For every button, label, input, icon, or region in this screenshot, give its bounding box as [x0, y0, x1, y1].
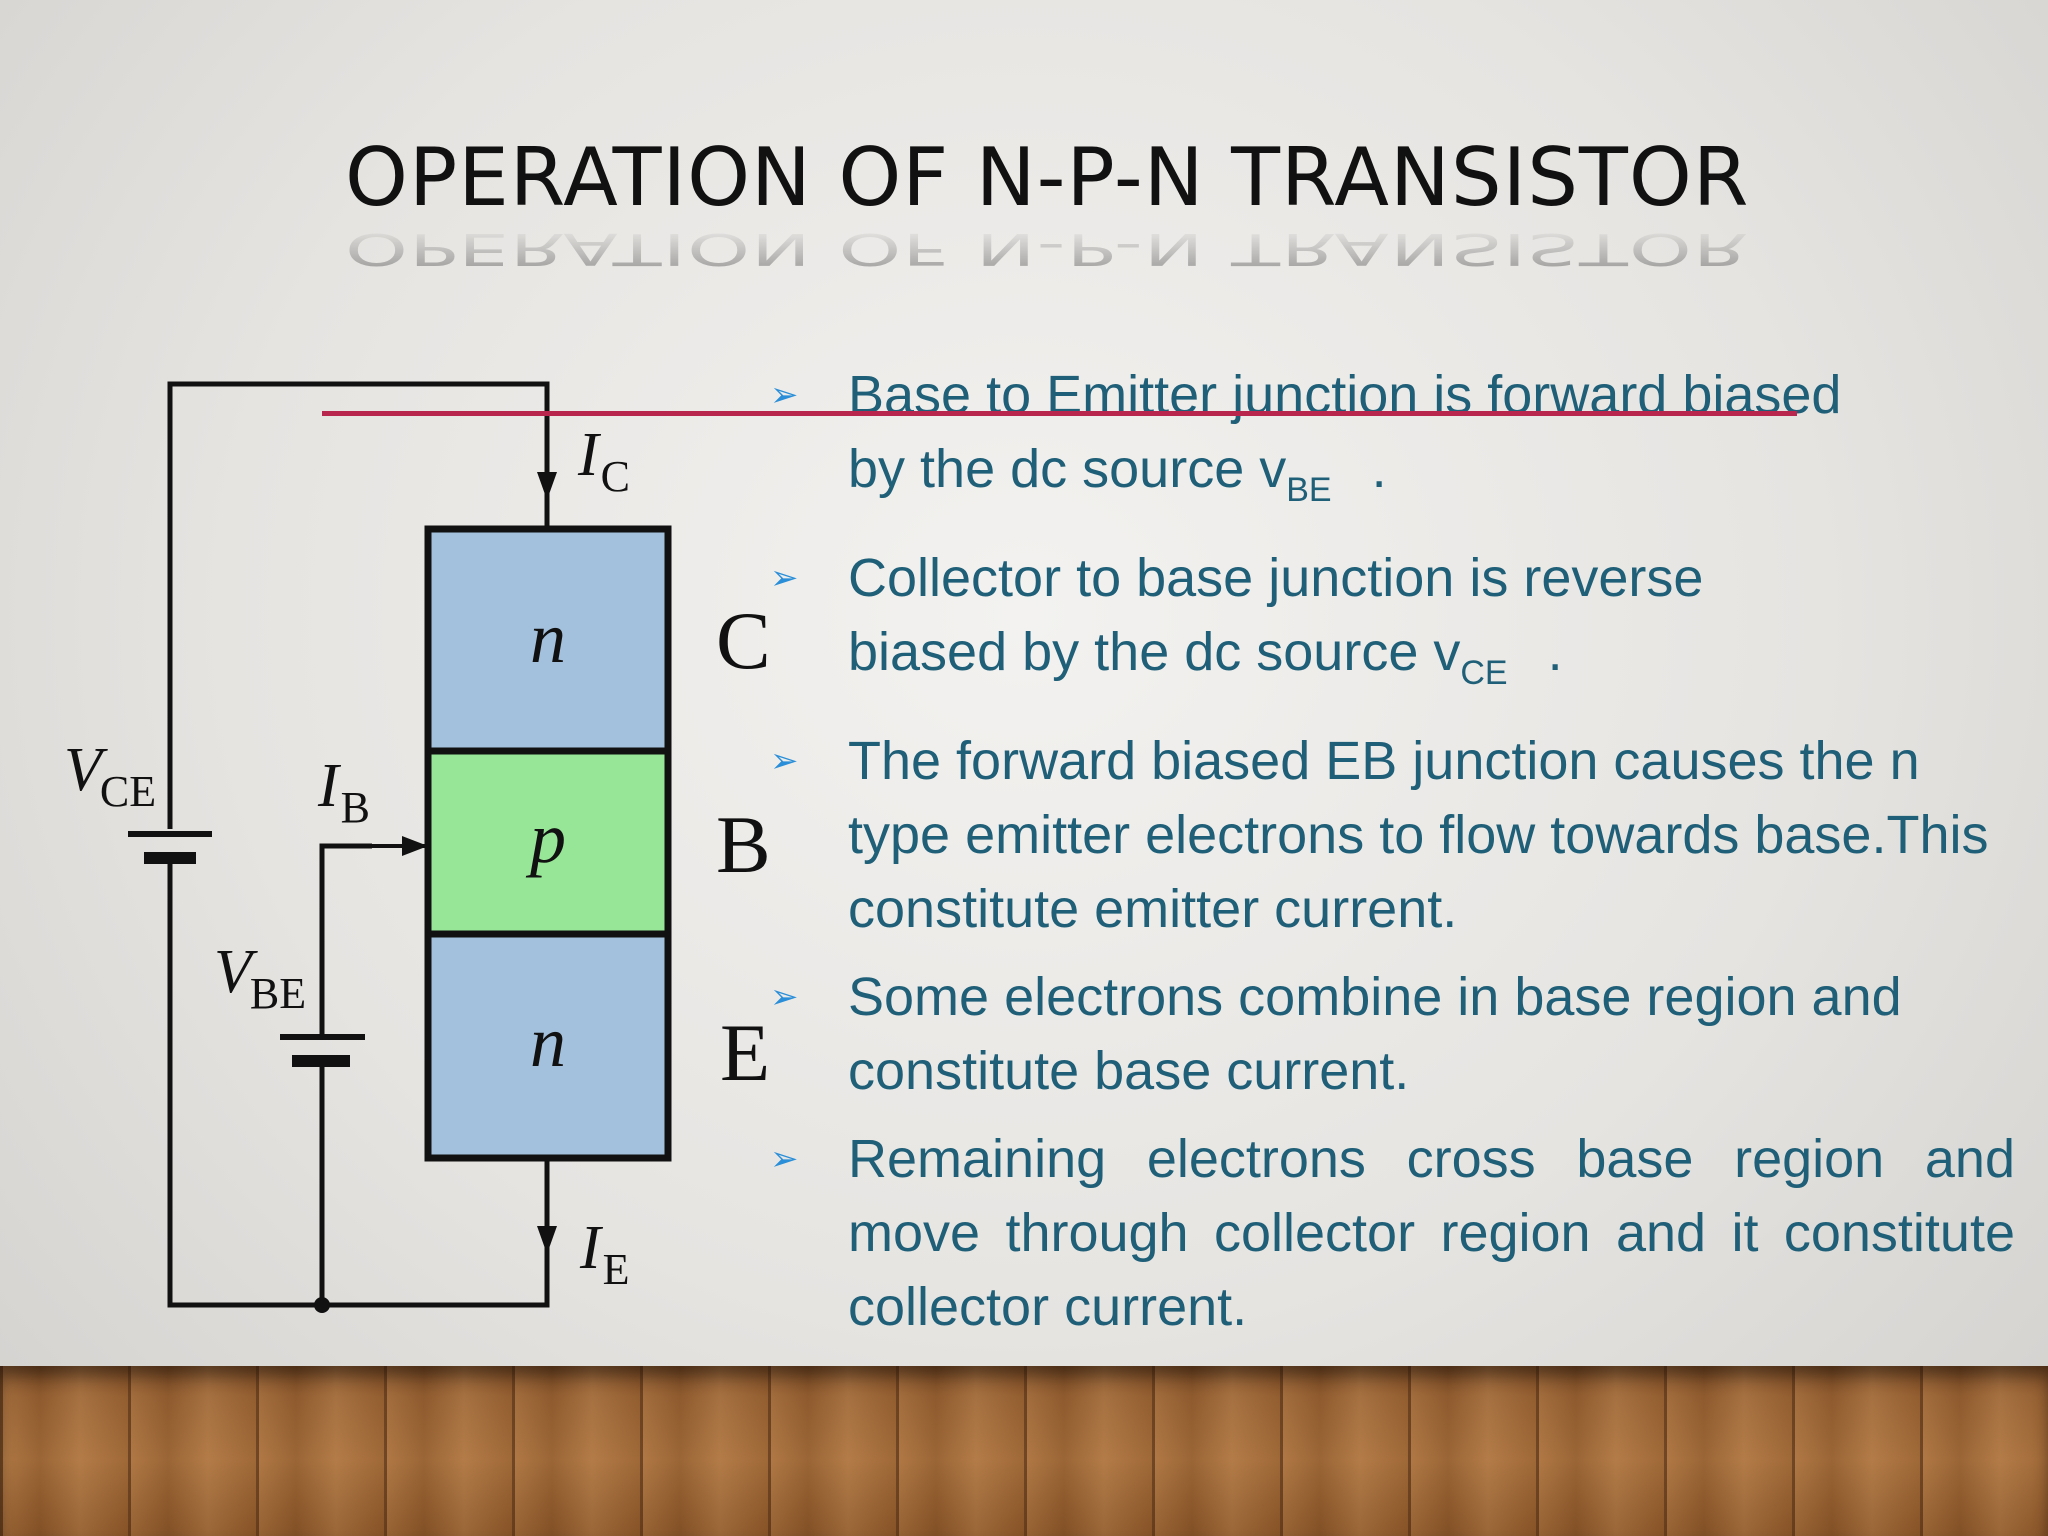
junction-dot	[314, 1297, 330, 1313]
bullet-text: by the dc source v	[848, 439, 1287, 499]
arrow-bullet-icon: ➢	[770, 1140, 799, 1178]
bullet-list: ➢ Base to Emitter junction is forward bi…	[770, 358, 2015, 1352]
subscript: CE	[1460, 654, 1508, 692]
bullet-text: Some electrons combine in base region an…	[848, 967, 1902, 1101]
bullet-text: The forward biased EB junction causes th…	[848, 731, 1989, 939]
bullet-text: biased by the dc source v	[848, 622, 1461, 682]
ic-arrow-icon	[537, 472, 557, 500]
title-area: OPERATION OF N-P-N TRANSISTOR OPERATION …	[345, 131, 1750, 275]
bullet-text: Collector to base junction is reverse	[848, 548, 1704, 608]
ib-label: IB	[317, 752, 370, 832]
vce-battery-icon	[128, 831, 212, 864]
vbe-battery-icon	[280, 1034, 365, 1067]
wood-floor-background	[0, 1366, 2048, 1536]
bullet-end: .	[1547, 622, 1563, 682]
bullet-end: .	[1371, 439, 1387, 499]
terminal-label-b: B	[716, 799, 771, 890]
arrow-bullet-icon: ➢	[770, 742, 799, 780]
region-label-n-top: n	[530, 598, 566, 678]
strike-line	[322, 411, 1797, 416]
vce-label: VCE	[64, 736, 156, 816]
page-title: OPERATION OF N-P-N TRANSISTOR	[345, 131, 1750, 224]
list-item: ➢ Some electrons combine in base region …	[770, 960, 2015, 1108]
list-item: ➢ Collector to base junction is reverse …	[770, 541, 2015, 710]
ic-label: IC	[577, 421, 630, 501]
ie-label: IE	[579, 1214, 630, 1294]
arrow-bullet-icon: ➢	[770, 376, 799, 414]
base-p-region	[424, 747, 672, 938]
vbe-label: VBE	[214, 938, 306, 1018]
list-item: ➢ The forward biased EB junction causes …	[770, 724, 2015, 946]
npn-circuit-diagram: n p n C B E IC IB IE VCE VBE	[64, 381, 771, 1313]
list-item: ➢ Base to Emitter junction is forward bi…	[770, 358, 2015, 527]
bullet-text: Base to Emitter junction is forward bias…	[848, 365, 1842, 425]
region-label-n-bottom: n	[530, 1002, 566, 1082]
arrow-bullet-icon: ➢	[770, 978, 799, 1016]
subscript: BE	[1286, 471, 1332, 509]
arrow-bullet-icon: ➢	[770, 559, 799, 597]
region-label-p: p	[525, 798, 566, 878]
emitter-n-region	[424, 930, 672, 1162]
terminal-label-e: E	[720, 1007, 770, 1098]
bullet-text: Remaining electrons cross base region an…	[848, 1129, 2015, 1337]
ib-arrow-icon	[362, 836, 428, 856]
terminal-label-c: C	[716, 595, 771, 686]
list-item: ➢ Remaining electrons cross base region …	[770, 1122, 2015, 1344]
collector-n-region	[424, 525, 672, 755]
